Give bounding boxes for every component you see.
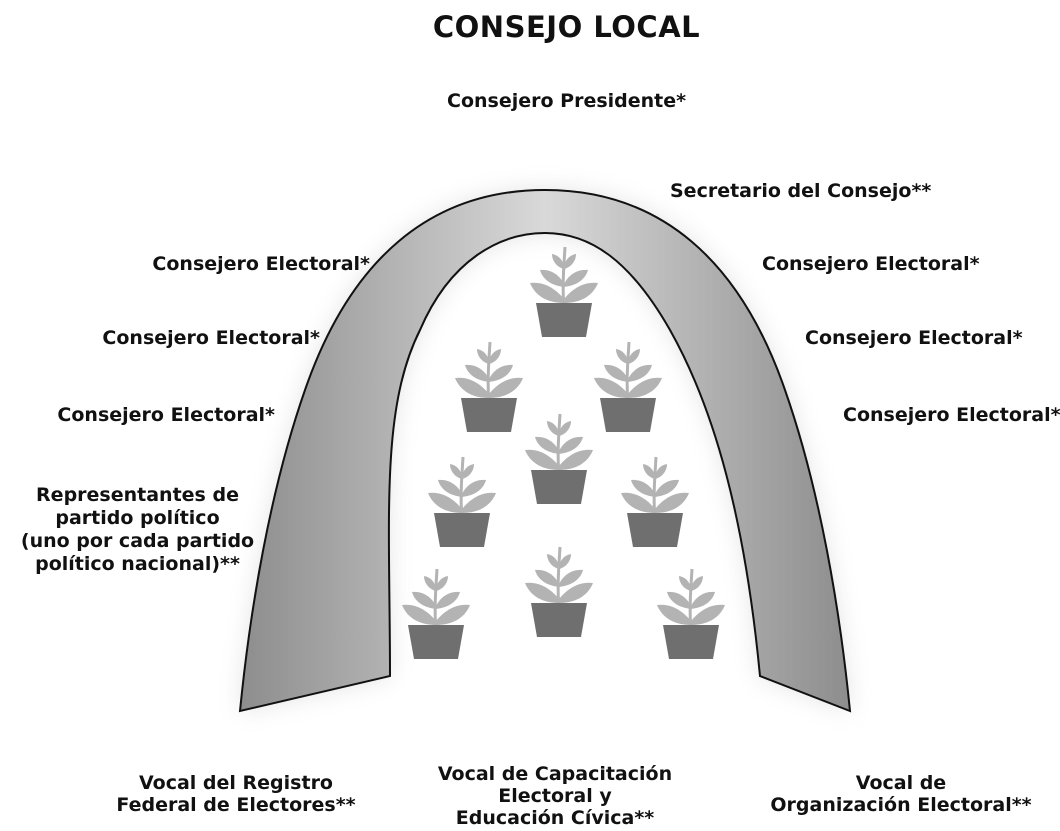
representatives-line-3: (uno por cada partido	[20, 530, 255, 552]
vocal-registro-line-2: Federal de Electores**	[116, 794, 356, 816]
plant-icon	[530, 246, 598, 337]
diagram-title: CONSEJO LOCAL	[432, 10, 701, 44]
secretary-label: Secretario del Consejo**	[670, 180, 932, 202]
vocal-organizacion-line-1: Vocal de	[855, 772, 947, 794]
plant-icon	[525, 413, 593, 504]
vocal-capacitacion-line-2: Electoral y	[498, 785, 612, 807]
vocal-organizacion-line-2: Organización Electoral**	[770, 794, 1032, 816]
vocal-organizacion-label: Vocal de Organización Electoral**	[742, 772, 1060, 816]
vocal-capacitacion-line-1: Vocal de Capacitación	[437, 763, 673, 785]
left-councillor-3: Consejero Electoral*	[57, 404, 275, 426]
plant-icon	[621, 456, 689, 547]
plant-icon	[525, 546, 593, 637]
representatives-line-2: partido político	[55, 507, 220, 529]
left-councillor-2: Consejero Electoral*	[102, 327, 320, 349]
vocal-registro-line-1: Vocal del Registro	[139, 772, 333, 794]
vocal-capacitacion-line-3: Educación Cívica**	[455, 807, 655, 829]
plant-icon	[402, 568, 470, 659]
right-councillor-1: Consejero Electoral*	[762, 253, 980, 275]
plant-icon	[594, 341, 662, 432]
plant-icon	[428, 456, 496, 547]
left-councillor-1: Consejero Electoral*	[152, 253, 370, 275]
plant-icon	[455, 341, 523, 432]
arch	[238, 188, 852, 713]
plant-icon	[657, 568, 725, 659]
vocal-capacitacion-label: Vocal de Capacitación Electoral y Educac…	[430, 763, 680, 829]
representatives-label: Representantes de partido político (uno …	[0, 484, 275, 576]
right-councillor-2: Consejero Electoral*	[805, 327, 1023, 349]
president-label: Consejero Presidente*	[447, 90, 687, 112]
right-councillor-3: Consejero Electoral*	[843, 404, 1060, 426]
representatives-line-1: Representantes de	[36, 484, 239, 506]
plant-icons	[402, 246, 725, 659]
vocal-registro-label: Vocal del Registro Federal de Electores*…	[96, 772, 376, 816]
representatives-line-4: político nacional)**	[35, 553, 240, 575]
